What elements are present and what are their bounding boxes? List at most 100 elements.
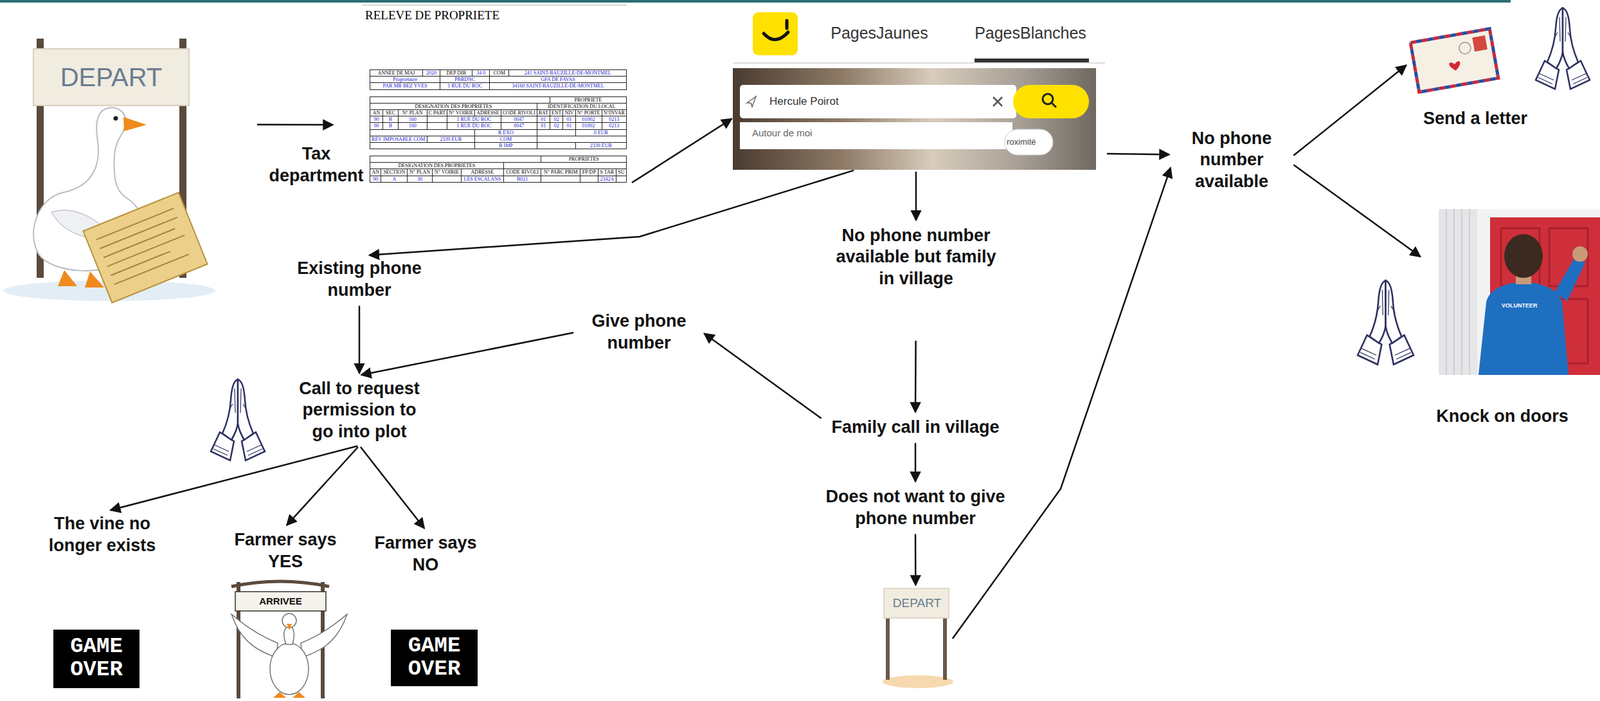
tax-record-document-frame [361,5,627,6]
record-cell-text: 0213 [603,116,625,123]
record-cell-text: ENT [551,109,562,116]
record-cell: NIV [563,109,576,116]
record-cell: N° PLAN [407,169,433,176]
node-text: GAME OVER [53,635,140,681]
record-row: PROPRIETES [370,156,627,163]
record-cell: DESIGNATION DES PROPRIETES [370,162,504,170]
record-cell-text: 01 [538,116,549,123]
record-cell: 34 0 [472,70,490,77]
record-cell: N° PLAN [397,109,427,116]
node-text: The vine no longer exists [41,512,164,557]
record-cell-text: PBRDNC [441,76,488,83]
record-cell: PAR MR BEZ YVES [370,82,441,90]
flow-arrow [631,118,732,183]
record-cell: N° PARC PRIM [541,169,581,176]
record-cell: 1 RUE DU ROC [447,116,502,123]
record-table: PROPRIETESDESIGNATION DES PROPRIETESANSE… [369,155,627,183]
text-holder: GAME OVER [390,634,478,681]
record-cell-text: COM [491,70,508,76]
record-table-body: ANNEE DE MAJ2020DEP DIR34 0COM241 SAINT-… [370,70,627,90]
record-cell-text: 160 [399,116,426,123]
text-holder: DEPART [883,595,951,611]
goose-arrival-illustration [231,581,330,587]
record-cell: 02 [549,116,564,123]
text-holder: GAME OVER [53,635,140,681]
record-cell [536,135,627,143]
label-holder: VOLUNTEER [1501,302,1554,310]
node-text: Autour de moi [752,127,945,140]
text-holder: ARRIVEE [235,595,326,608]
record-cell: C PART [426,109,448,116]
goose-depart-illustration [96,208,193,285]
text-holder: PagesBlanches [972,23,1089,44]
record-cell-text: PROPRIETE [551,97,625,103]
record-cell: AN [370,109,384,116]
record-cell: Propriétaire [370,76,441,83]
record-cell-text: B [384,122,397,129]
flow-arrow [914,340,917,413]
goose-arrival-illustration [273,691,287,698]
record-cell-text: 0047 [502,116,536,123]
text-holder: Knock on doors [1421,405,1583,428]
process-label: Farmer says YES [224,526,346,576]
goose-arrival-illustration [231,613,278,657]
goose-arrival-illustration [235,591,326,611]
record-cell: COM [475,135,538,143]
record-cell: S TAR [597,169,616,176]
text-holder: PagesJaunes [821,23,938,44]
record-cell: 02 [549,122,564,130]
door-knocking-photo [1438,208,1600,375]
node-text: DEPART [883,595,951,611]
pagesjaunes-screenshot [732,12,1106,170]
record-cell-text: R EXO [476,129,536,136]
record-cell: 0047 [500,116,537,123]
record-cell-text: ANNEE DE MAJ [371,70,422,76]
record-cell: FP/DP [580,169,599,176]
flow-arrow [358,305,361,374]
record-cell: R EXO [475,129,538,136]
record-cell-text: 1 RUE DU ROC [441,82,488,89]
record-cell-text: 01 [564,116,574,123]
record-cell: 160 [397,116,427,123]
depart-small-sign [882,674,954,688]
record-cell [536,129,576,136]
record-cell: 01002 [575,122,602,130]
airmail-envelope [1457,41,1472,55]
record-cell: 241 SAINT-BAUZILLE-DE-MONTMEL [509,70,627,77]
depart-small-sign: DEPART [882,586,952,684]
pagesjaunes-screenshot [974,58,1089,63]
record-cell: ENT [549,109,564,116]
record-cell-text: PAR MR BEZ YVES [371,82,439,89]
goose-arrival-illustration [292,691,306,698]
record-cell-text: ADRESSE [476,109,500,116]
record-cell-text: LES ESCALANS [462,176,503,182]
record-cell [426,116,448,123]
record-cell-text: Propriétaire [371,76,439,83]
node-text: Give phone number [577,310,701,355]
node-text: DEPART [33,61,189,94]
node-text: roximité [1006,136,1059,148]
record-cell-text: PROPRIETES [542,156,625,162]
record-cell: 0213 [601,122,627,130]
pagesjaunes-screenshot [785,20,789,29]
praying-hands [1535,8,1590,90]
record-cell: N°INVAR [601,109,627,116]
record-row: PropriétairePBRDNCGFA DE FAVAS [370,76,627,83]
record-cell: ADRESSE [461,169,504,176]
record-cell: AN [370,169,382,176]
node-text: Call to request permission to go into pl… [295,377,424,443]
record-cell [370,142,476,149]
edge-label: Tax department [261,143,371,188]
record-cell-text: ADRESSE [462,169,503,175]
process-label: Call to request permission to go into pl… [292,375,427,446]
flow-arrow [1293,64,1406,156]
praying-hands [210,379,265,461]
record-cell-text: SU [617,169,625,175]
flow-arrow [915,171,918,221]
record-cell-text: BAT [538,109,549,116]
door-knocking-photo [1438,208,1600,375]
record-cell-text: 34 0 [473,70,488,76]
depart-small-sign [882,588,954,688]
record-cell-text: N° PLAN [408,169,431,175]
record-cell: 34160 SAINT-BAUZILLE-DE-MONTMEL [489,82,627,90]
